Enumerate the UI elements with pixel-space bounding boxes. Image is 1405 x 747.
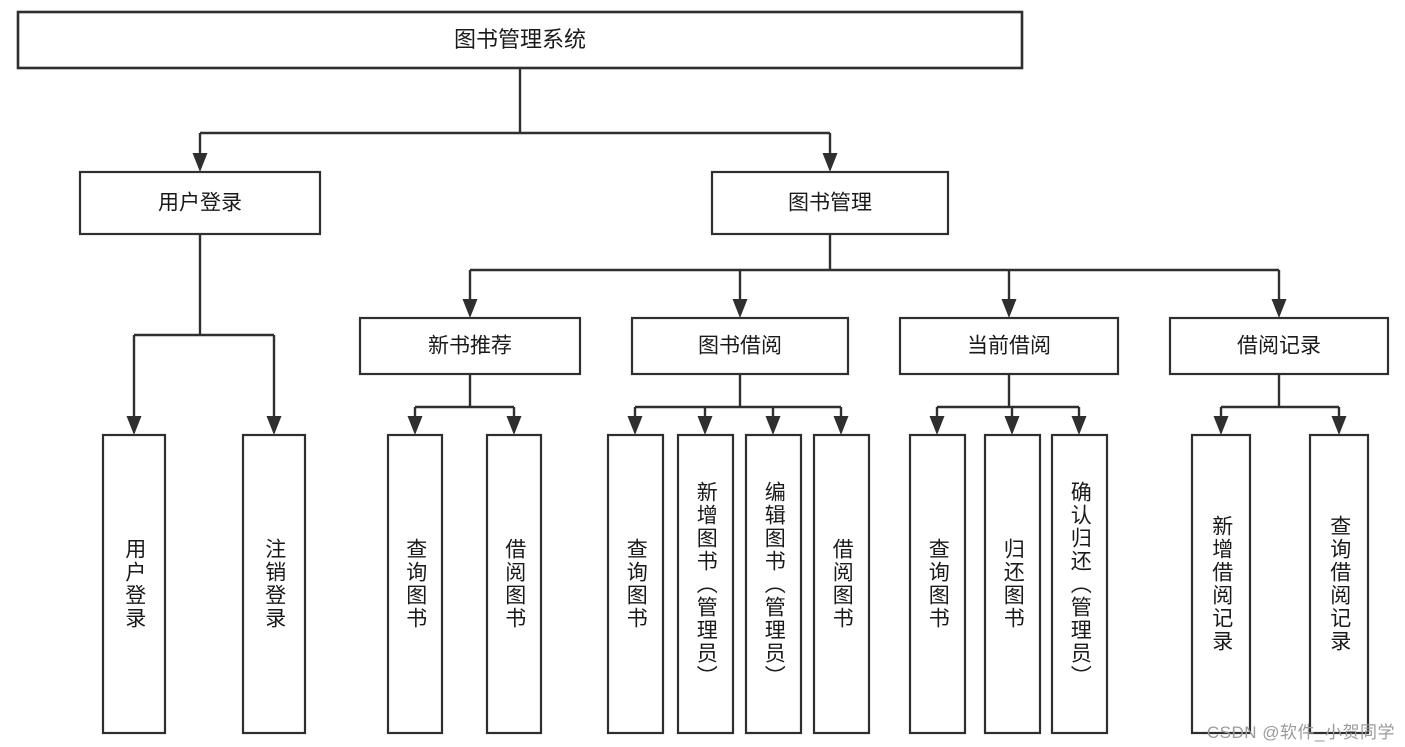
edge-user-login-to-leaves-branch-0-arrowhead [126, 416, 142, 435]
edge-level2-2-to-leaves-branch-2-arrowhead [1071, 416, 1087, 435]
node-root-box[interactable] [16, 10, 1024, 70]
connector-edges [126, 68, 1347, 435]
edge-level2-3-to-leaves-branch-0-arrowhead [1213, 416, 1229, 435]
edge-user-login-to-leaves-branch-1-arrowhead [266, 416, 282, 435]
node-leaf-box-6[interactable] [744, 433, 803, 735]
node-level1-label-0: 用户登录 [158, 192, 242, 215]
node-level1-box-0[interactable] [78, 170, 322, 236]
edge-level2-1-to-leaves-branch-3-arrowhead [833, 416, 849, 435]
node-leaf-box-10[interactable] [1050, 433, 1109, 735]
edge-root-to-level1-branch-0-arrowhead [192, 153, 208, 172]
watermark-text: CSDN @软件_小贺同学 [1206, 723, 1395, 742]
node-leaf-box-3[interactable] [485, 433, 543, 735]
edge-level2-1-to-leaves-branch-0-arrowhead [627, 416, 643, 435]
node-leaf-box-9[interactable] [983, 433, 1042, 735]
edge-level2-2-to-leaves-branch-0-arrowhead [929, 416, 945, 435]
edge-level2-3-to-leaves-branch-1-arrowhead [1331, 416, 1347, 435]
node-level2-box-1[interactable] [630, 316, 850, 376]
edge-level2-0-to-leaves-branch-0-arrowhead [407, 416, 423, 435]
edge-root-to-level1-branch-1-arrowhead [822, 153, 838, 172]
edge-level2-1-to-leaves-branch-2-arrowhead [765, 416, 781, 435]
node-level2-label-1: 图书借阅 [698, 335, 782, 358]
edge-book-mgmt-to-level2-branch-1-arrowhead [732, 299, 748, 318]
edge-level2-1-to-leaves-branch-1-arrowhead [697, 416, 713, 435]
node-level2-box-0[interactable] [358, 316, 582, 376]
edge-book-mgmt-to-level2-branch-0-arrowhead [462, 299, 478, 318]
node-level2-label-0: 新书推荐 [428, 335, 512, 358]
node-leaf-box-7[interactable] [812, 433, 871, 735]
node-root-label: 图书管理系统 [454, 27, 586, 52]
edge-level2-2-to-leaves-branch-1-arrowhead [1004, 416, 1020, 435]
node-leaf-box-0[interactable] [101, 433, 167, 735]
node-leaf-box-4[interactable] [606, 433, 665, 735]
node-leaf-box-11[interactable] [1190, 433, 1252, 735]
node-level1-box-1[interactable] [710, 170, 950, 236]
node-leaf-box-12[interactable] [1308, 433, 1370, 735]
edge-book-mgmt-to-level2-branch-3-arrowhead [1271, 299, 1287, 318]
node-level1-label-1: 图书管理 [788, 192, 872, 215]
edge-level2-0-to-leaves-branch-1-arrowhead [506, 416, 522, 435]
node-leaf-box-1[interactable] [241, 433, 307, 735]
node-leaf-box-8[interactable] [908, 433, 967, 735]
node-level2-label-3: 借阅记录 [1237, 335, 1321, 358]
node-level2-label-2: 当前借阅 [967, 335, 1051, 358]
node-leaf-box-2[interactable] [386, 433, 444, 735]
node-level2-box-2[interactable] [898, 316, 1120, 376]
node-level2-box-3[interactable] [1168, 316, 1390, 376]
node-boxes [16, 10, 1390, 735]
edge-book-mgmt-to-level2-branch-2-arrowhead [1001, 299, 1017, 318]
node-leaf-box-5[interactable] [676, 433, 735, 735]
